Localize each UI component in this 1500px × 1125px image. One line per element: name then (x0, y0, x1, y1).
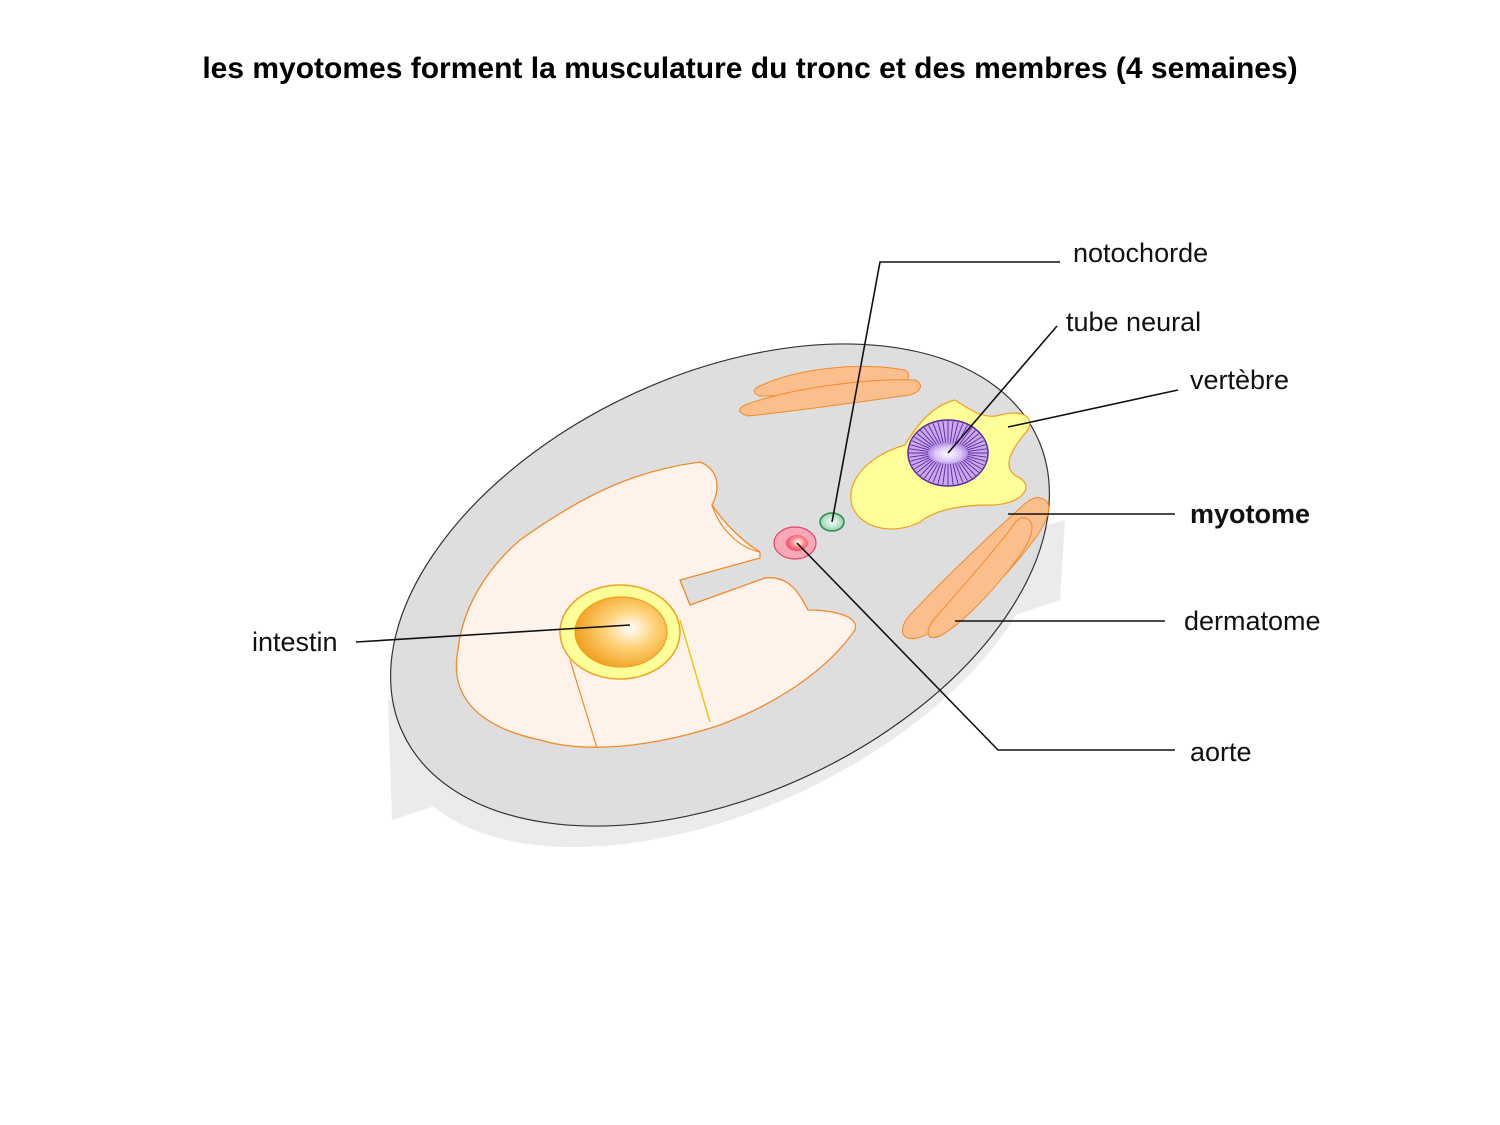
body-wall-fold-right (679, 619, 711, 723)
neural-tube-ray (937, 462, 944, 485)
body-wall-fold-left (569, 659, 598, 749)
neural-tube-ray (949, 462, 954, 485)
neural-tube-ray (928, 461, 940, 481)
leader-intestin (355, 624, 631, 643)
neural-tube-ray (960, 459, 976, 476)
leader-tube-neural (947, 325, 1058, 454)
neural-tube-ray (964, 456, 985, 466)
neural-tube-ray (920, 459, 936, 476)
neural-tube-ray (911, 456, 932, 466)
dorsal-somites (739, 366, 921, 417)
label-tube-neural: tube neural (1066, 307, 1201, 337)
leader-vertebre (1007, 389, 1179, 428)
leader-aorte (796, 542, 1175, 751)
neural-tube-ray (920, 430, 936, 447)
neural-tube-ray (937, 421, 944, 444)
neural-tube-ray (916, 458, 935, 473)
mesentery-line (711, 504, 761, 553)
label-aorte: aorte (1190, 737, 1252, 767)
neural-tube-ray (965, 448, 987, 453)
leader-notochorde (831, 261, 1060, 523)
neural-tube-ray (961, 433, 980, 448)
neural-tube-ray (958, 427, 973, 446)
neural-tube-ray (964, 440, 985, 450)
neural-tube-ray (923, 427, 938, 446)
aorte-structure (773, 526, 817, 560)
neural-tube-ray (910, 455, 931, 462)
myotome-strip (927, 517, 1033, 638)
neural-tube-ray (963, 457, 983, 470)
neural-tube-ray (958, 460, 973, 479)
neural-tube-ray (960, 430, 976, 447)
label-vertebre: vertèbre (1190, 365, 1289, 395)
neural-tube-ray (928, 425, 940, 445)
neural-tube-ray (910, 444, 931, 451)
neural-tube-ray (963, 436, 983, 449)
neural-tube-ray (954, 423, 964, 444)
neural-tube-ray (965, 453, 987, 458)
myotome-dermatome-strips (902, 497, 1050, 640)
diagram-title: les myotomes forment la musculature du t… (202, 52, 1298, 85)
neural-tube-ray (952, 462, 959, 485)
neural-tube-ray (909, 448, 931, 453)
label-intestin: intestin (252, 627, 338, 657)
neural-tube-ray (923, 460, 938, 479)
neural-tube-ray (932, 462, 942, 483)
neural-tube-ray (942, 421, 947, 444)
neural-tube-ray (952, 421, 959, 444)
label-dermatome: dermatome (1184, 606, 1321, 636)
neural-tube-ray (913, 457, 933, 470)
neural-tube-ray (932, 423, 942, 444)
neural-tube-ray (954, 462, 964, 483)
neural-tube-ray (913, 436, 933, 449)
neural-tube-ray (909, 453, 931, 458)
neural-tube-ray (916, 433, 935, 448)
neural-tube-ray (965, 444, 986, 451)
neural-tube-ray (942, 462, 947, 485)
label-myotome: myotome (1190, 499, 1310, 529)
label-notochorde: notochorde (1073, 238, 1208, 268)
neural-tube-ray (911, 440, 932, 450)
neural-tube-ray (956, 461, 968, 481)
neural-tube-ray (949, 421, 954, 444)
neural-tube-ray (961, 458, 980, 473)
neural-tube-ray (965, 455, 986, 462)
intestin-structure (559, 584, 681, 680)
